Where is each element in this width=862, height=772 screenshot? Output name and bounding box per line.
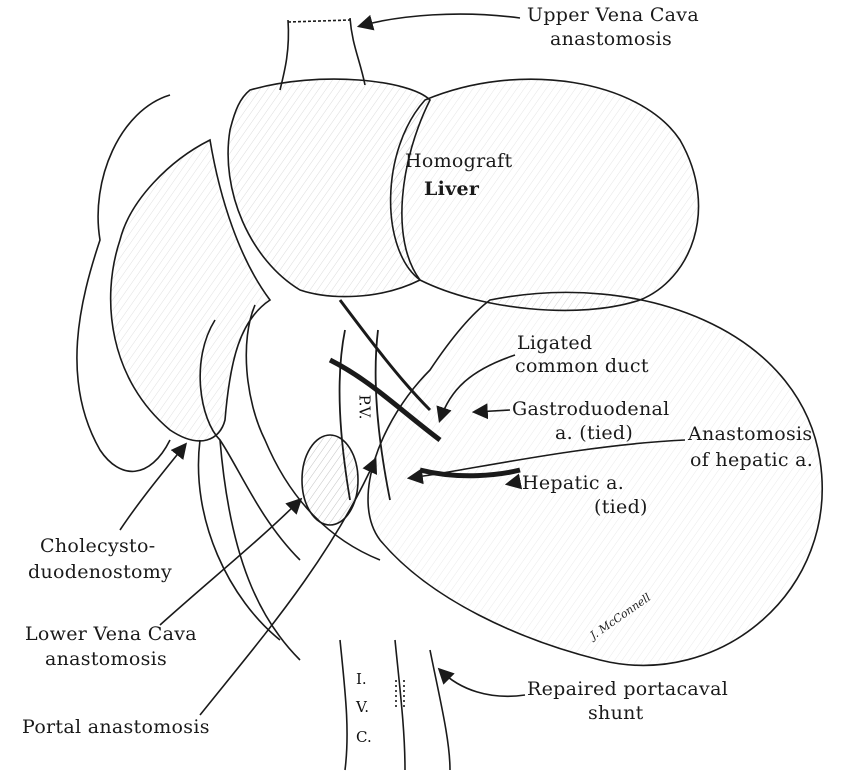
label-duodenostomy: duodenostomy — [28, 561, 173, 583]
label-hepatic-a: Hepatic a. — [522, 472, 625, 494]
label-ivc-c: C. — [356, 728, 372, 746]
label-upper-vena-cava-2: anastomosis — [550, 28, 673, 50]
arrow-anastomosis-hepatic — [406, 439, 686, 485]
label-repaired-portacaval: Repaired portacaval — [527, 678, 729, 700]
label-portal-anastomosis: Portal anastomosis — [22, 716, 210, 738]
liver-left-lobe — [109, 138, 272, 442]
label-anastomosis: Anastomosis — [688, 423, 813, 445]
liver-middle — [227, 78, 431, 298]
label-lower-anastomosis: anastomosis — [45, 648, 168, 670]
label-gastroduodenal: Gastroduodenal — [512, 398, 670, 420]
label-cholecysto: Cholecysto- — [40, 535, 156, 557]
shunt-suture — [395, 680, 405, 710]
label-lower-vena-cava: Lower Vena Cava — [25, 623, 197, 645]
label-homograft: Homograft — [405, 150, 513, 172]
liver-far-left — [76, 94, 171, 473]
arrow-lower-vena-cava — [159, 497, 303, 626]
label-common-duct: common duct — [515, 355, 649, 377]
label-ivc-i: I. — [356, 670, 367, 688]
lower-vena-cava — [301, 434, 359, 526]
arrow-upper-vena-cava — [356, 13, 521, 31]
arrow-portal — [199, 457, 378, 716]
label-gastroduodenal-tied: a. (tied) — [555, 422, 634, 444]
label-of-hepatic-a: of hepatic a. — [690, 449, 814, 471]
label-shunt: shunt — [588, 702, 644, 724]
arrow-ligated-duct — [436, 354, 516, 424]
arrow-hepatic-tied — [504, 473, 523, 490]
common-duct — [338, 299, 432, 412]
label-ivc-v: V. — [356, 698, 369, 716]
label-upper-vena-cava-1: Upper Vena Cava — [527, 4, 699, 26]
hepatic-artery — [328, 357, 521, 479]
label-hepatic-tied: (tied) — [594, 496, 648, 518]
stomach — [367, 291, 823, 666]
inferior-vena-cava — [339, 639, 451, 771]
arrow-repaired-shunt — [437, 667, 526, 698]
colon — [197, 439, 301, 661]
arrow-cholecysto — [119, 442, 187, 531]
arrow-gastroduodenal — [471, 403, 511, 420]
label-ligated: Ligated — [517, 332, 593, 354]
label-liver: Liver — [424, 178, 480, 200]
suture-line-upper — [287, 19, 351, 23]
label-pv: P.V. — [355, 394, 374, 420]
